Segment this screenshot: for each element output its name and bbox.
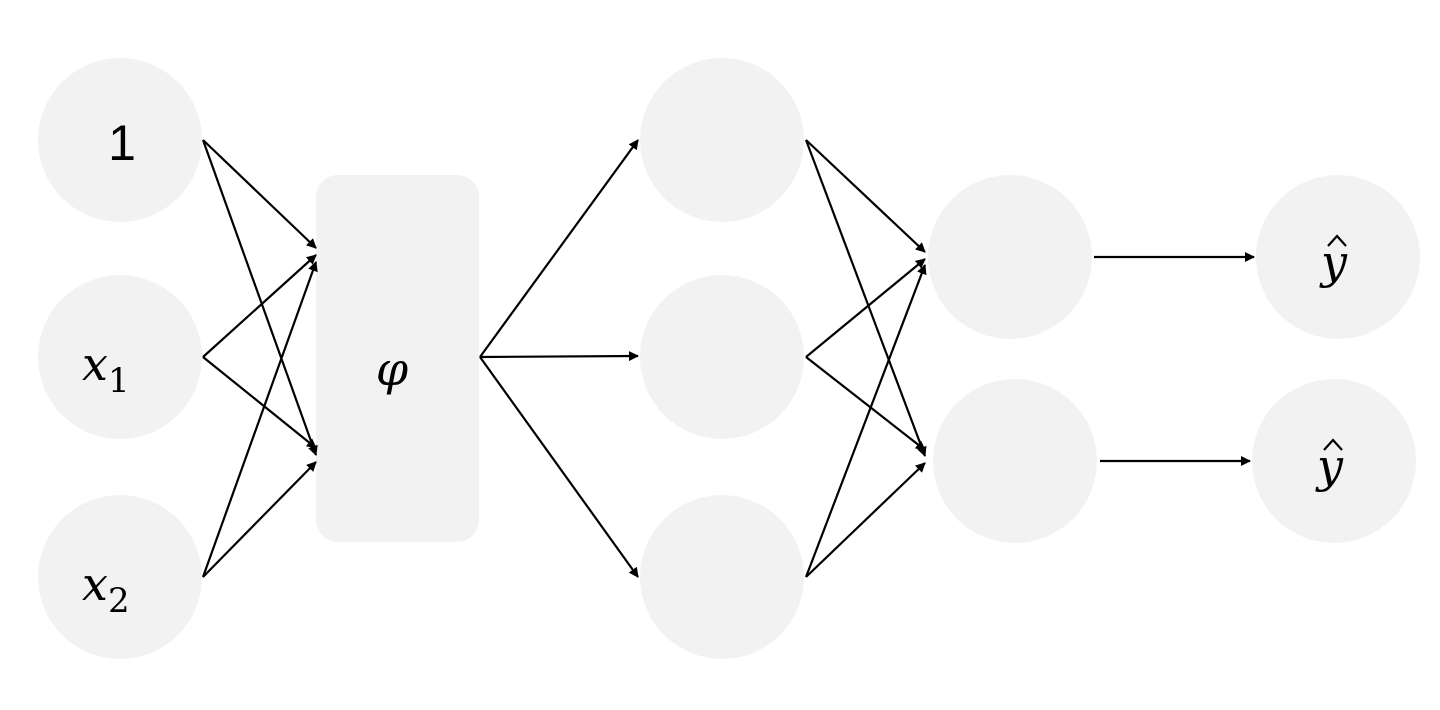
x1-subscript: 1	[108, 361, 130, 401]
edge-bias-to-phi-upper	[202, 139, 317, 249]
x1-base: x	[82, 337, 108, 391]
edge-x1-to-phi-lower	[202, 356, 317, 449]
edge-x2-to-phi-lower	[202, 461, 317, 578]
edges-input-to-phi	[201, 139, 318, 578]
x2-base: x	[82, 557, 108, 611]
hidden-layer-2	[928, 175, 1097, 543]
edge-h1bot-to-h2top	[804, 264, 927, 578]
hidden1-node-bottom	[640, 495, 804, 659]
edge-h1bot-to-h2bottom	[805, 462, 926, 578]
hidden1-node-top	[640, 58, 804, 222]
input-node-x2	[38, 495, 202, 659]
edge-phi-to-hidden1-bottom	[479, 356, 639, 578]
edge-phi-to-hidden1-middle	[479, 351, 639, 362]
input-node-bias	[38, 58, 202, 222]
edge-x1-to-phi-upper	[202, 254, 317, 358]
edge-h1mid-to-h2bottom	[805, 356, 926, 451]
output-layer	[1252, 175, 1420, 543]
edge-h1top-to-h2bottom	[804, 139, 927, 457]
hidden-layer-1	[640, 58, 804, 659]
bias-label: 1	[108, 115, 136, 171]
phi-symbol: φ	[376, 342, 409, 396]
hidden2-node-top	[928, 175, 1092, 339]
edge-x2-to-phi-upper	[201, 261, 318, 578]
edge-phi-to-hidden1-top	[479, 139, 639, 358]
edges-hidden1-to-hidden2	[804, 139, 927, 578]
x2-label: x2	[82, 557, 130, 621]
edges-phi-to-hidden1	[479, 139, 639, 578]
hat-accent-bottom	[1323, 438, 1343, 451]
edge-bias-to-phi-lower	[201, 139, 318, 456]
hat-accent-top	[1327, 234, 1347, 247]
input-layer	[38, 58, 202, 659]
hidden1-node-middle	[640, 275, 804, 439]
output-node-bottom	[1252, 379, 1416, 543]
y-hat-label-bottom: y	[1315, 438, 1344, 493]
phi-transform-box	[316, 175, 479, 542]
x1-label: x1	[82, 337, 130, 401]
output-node-top	[1256, 175, 1420, 339]
edge-h1mid-to-h2top	[805, 258, 926, 358]
edges-hidden2-to-output	[1094, 252, 1255, 466]
y-hat-label-top: y	[1319, 234, 1348, 289]
input-node-x1	[38, 275, 202, 439]
x2-subscript: 2	[108, 581, 130, 621]
edge-h1top-to-h2top	[805, 139, 926, 253]
hidden2-node-bottom	[933, 379, 1097, 543]
